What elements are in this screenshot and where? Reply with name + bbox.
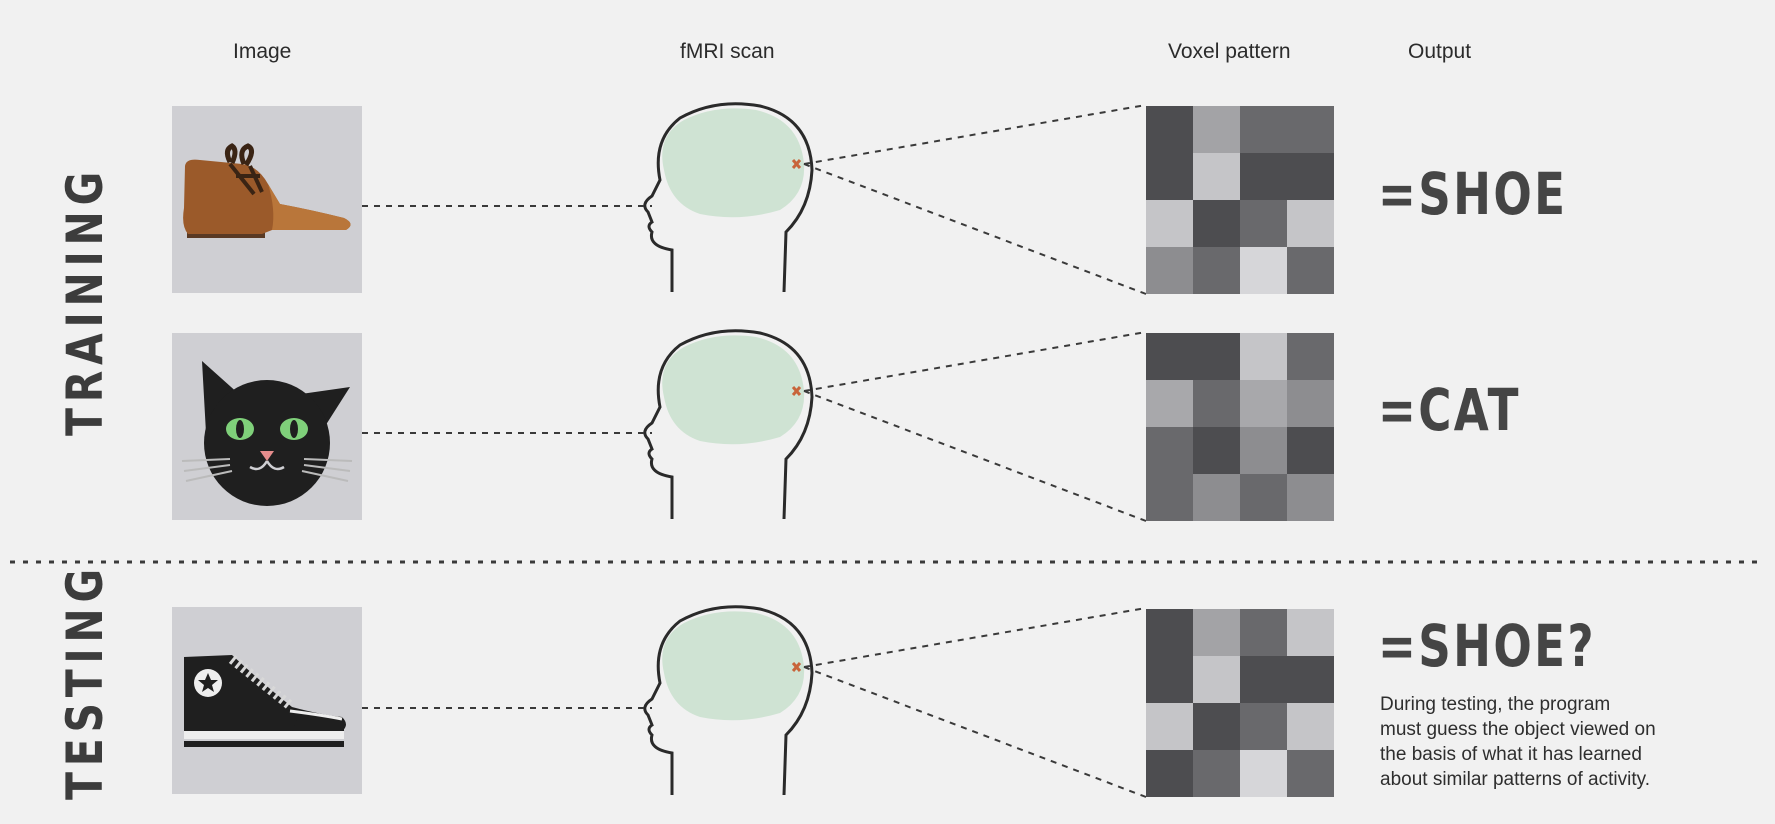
- voxel-grid-row-1: [1146, 106, 1334, 294]
- voxel-cell: [1240, 750, 1287, 797]
- voxel-cell: [1287, 474, 1334, 521]
- voxel-cell: [1240, 427, 1287, 474]
- voxel-cell: [1287, 200, 1334, 247]
- voxel-cell: [1193, 656, 1240, 703]
- projection-line-upper: [803, 607, 1147, 668]
- voxel-cell: [1146, 106, 1193, 153]
- projection-line-lower: [803, 163, 1147, 295]
- activation-marker: [791, 662, 802, 672]
- voxel-cell: [1240, 609, 1287, 656]
- projection-line-lower: [803, 666, 1147, 798]
- head-outline: [643, 102, 814, 293]
- voxel-cell: [1193, 247, 1240, 294]
- column-heading-output: Output: [1408, 40, 1472, 63]
- column-heading-voxel: Voxel pattern: [1168, 40, 1291, 63]
- column-heading-image: Image: [233, 40, 292, 63]
- voxel-cell: [1240, 380, 1287, 427]
- voxel-cell: [1193, 427, 1240, 474]
- activation-marker: [791, 159, 802, 169]
- voxel-cell: [1287, 427, 1334, 474]
- voxel-cell: [1287, 333, 1334, 380]
- voxel-pattern: [1146, 333, 1334, 521]
- voxel-cell: [1240, 153, 1287, 200]
- fmri-head-row-1: [643, 102, 814, 293]
- voxel-pattern: [1146, 106, 1334, 294]
- voxel-cell: [1240, 703, 1287, 750]
- voxel-cell: [1240, 656, 1287, 703]
- output-shoe: =SHOE: [1378, 160, 1568, 228]
- image-thumb-cat: [172, 333, 362, 520]
- voxel-cell: [1146, 750, 1193, 797]
- voxel-cell: [1146, 333, 1193, 380]
- voxel-cell: [1146, 474, 1193, 521]
- voxel-cell: [1146, 200, 1193, 247]
- projection-line-lower: [803, 390, 1147, 522]
- caption-line: must guess the object viewed on: [1380, 719, 1656, 740]
- projection-line-upper: [803, 331, 1147, 392]
- activation-marker: [791, 386, 802, 396]
- voxel-cell: [1193, 750, 1240, 797]
- voxel-cell: [1240, 247, 1287, 294]
- output-shoe-guess: =SHOE?: [1378, 612, 1596, 680]
- brain-shape: [662, 108, 805, 218]
- fmri-head-row-3: [643, 605, 814, 796]
- caption-line: about similar patterns of activity.: [1380, 769, 1650, 790]
- voxel-cell: [1146, 703, 1193, 750]
- voxel-grid-row-2: [1146, 333, 1334, 521]
- voxel-cell: [1240, 200, 1287, 247]
- brain-shape: [662, 611, 805, 721]
- voxel-cell: [1287, 380, 1334, 427]
- voxel-pattern: [1146, 609, 1334, 797]
- voxel-cell: [1287, 750, 1334, 797]
- caption-line: the basis of what it has learned: [1380, 744, 1642, 765]
- image-thumb-sneaker: [172, 607, 362, 794]
- voxel-cell: [1146, 247, 1193, 294]
- testing-caption: During testing, the program must guess t…: [1380, 692, 1760, 792]
- fmri-head-row-2: [643, 329, 814, 520]
- voxel-cell: [1287, 106, 1334, 153]
- output-cat: =CAT: [1378, 376, 1521, 444]
- sneaker-icon: [184, 655, 346, 747]
- image-thumb-shoe: [172, 106, 362, 293]
- voxel-cell: [1287, 656, 1334, 703]
- voxel-cell: [1146, 153, 1193, 200]
- voxel-cell: [1146, 380, 1193, 427]
- voxel-cell: [1193, 609, 1240, 656]
- voxel-cell: [1193, 333, 1240, 380]
- voxel-cell: [1193, 380, 1240, 427]
- voxel-cell: [1240, 333, 1287, 380]
- voxel-cell: [1193, 703, 1240, 750]
- voxel-cell: [1146, 427, 1193, 474]
- voxel-cell: [1240, 474, 1287, 521]
- projection-line-upper: [803, 104, 1147, 165]
- dress-shoe-icon: [183, 143, 351, 238]
- voxel-cell: [1240, 106, 1287, 153]
- head-outline: [643, 329, 814, 520]
- voxel-cell: [1193, 153, 1240, 200]
- voxel-cell: [1287, 609, 1334, 656]
- voxel-cell: [1146, 609, 1193, 656]
- brain-shape: [662, 335, 805, 445]
- voxel-cell: [1193, 474, 1240, 521]
- voxel-cell: [1193, 200, 1240, 247]
- cat-face-icon: [181, 361, 353, 506]
- column-heading-fmri: fMRI scan: [680, 40, 775, 63]
- voxel-cell: [1287, 703, 1334, 750]
- voxel-cell: [1287, 153, 1334, 200]
- voxel-grid-row-3: [1146, 609, 1334, 797]
- voxel-cell: [1193, 106, 1240, 153]
- voxel-cell: [1146, 656, 1193, 703]
- voxel-cell: [1287, 247, 1334, 294]
- caption-line: During testing, the program: [1380, 694, 1611, 715]
- head-outline: [643, 605, 814, 796]
